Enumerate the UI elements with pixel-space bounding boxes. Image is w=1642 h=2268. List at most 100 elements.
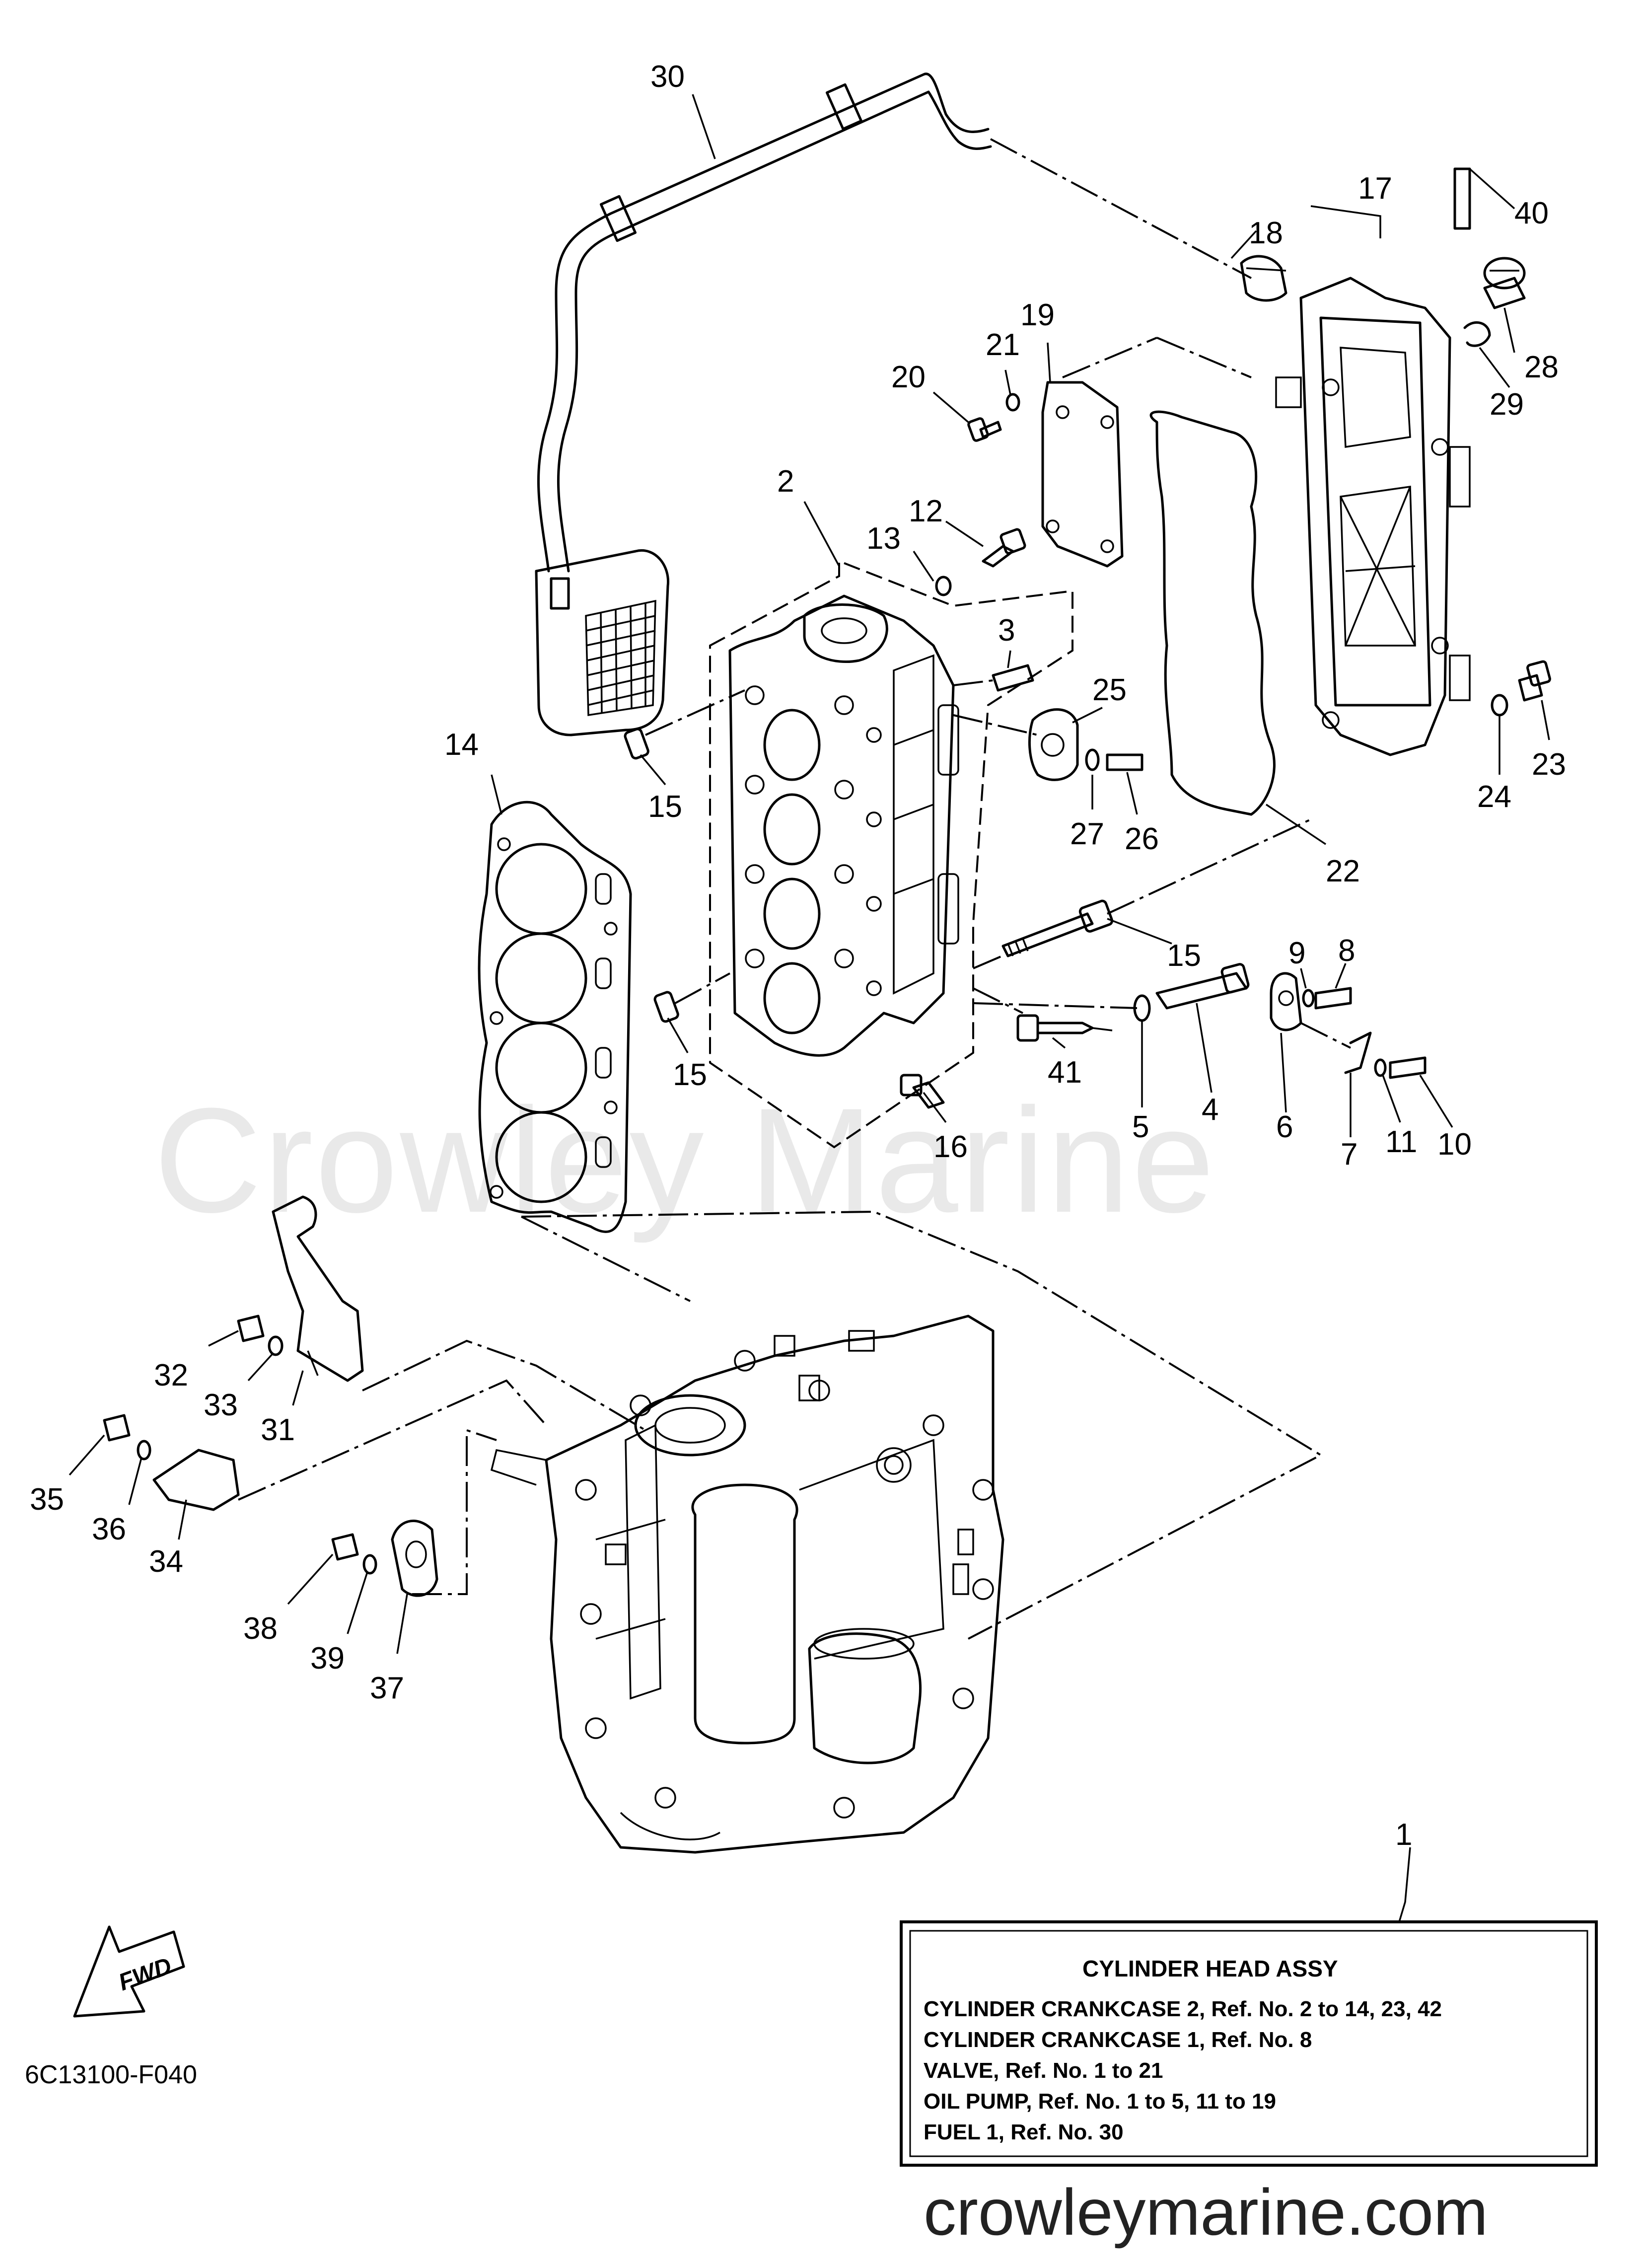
- callout-28: 27: [1070, 817, 1104, 851]
- dowel-pin-upper: [624, 728, 649, 760]
- callout-6: 6: [1276, 1110, 1293, 1144]
- callout-15a: 15: [648, 790, 682, 824]
- callout-42: 41: [1048, 1055, 1082, 1090]
- breather-box: [535, 549, 670, 736]
- callout-13: 13: [866, 521, 901, 556]
- assy-line-4: OIL PUMP, Ref. No. 1 to 5, 11 to 19: [924, 2089, 1276, 2114]
- callout-41: 40: [1514, 196, 1549, 230]
- diagram-code: 6C13100-F040: [25, 2060, 197, 2089]
- screw-10: [1389, 1056, 1427, 1079]
- bracket-32: [272, 1195, 364, 1382]
- washer-37: [137, 1440, 151, 1461]
- callout-14: 14: [444, 728, 479, 762]
- cover-gasket: [1149, 410, 1276, 816]
- callout-labels: 30 17 18 40 19 21 20 28 29 2 12 13 3 25 …: [30, 60, 1566, 1852]
- callout-1: 1: [1395, 1818, 1412, 1852]
- washer-13: [935, 576, 952, 596]
- assy-line-1: CYLINDER CRANKCASE 2, Ref. No. 2 to 14, …: [924, 1997, 1442, 2021]
- thermostat-cover: [1028, 708, 1079, 781]
- washer-28: [1085, 748, 1100, 771]
- callout-16: 15: [1167, 939, 1201, 973]
- washer-11: [1374, 1058, 1387, 1077]
- cylinder-head: [709, 560, 1073, 1149]
- exhaust-cover: [1275, 277, 1471, 756]
- assy-title: CYLINDER HEAD ASSY: [1082, 1956, 1338, 1981]
- washer-34: [268, 1335, 284, 1356]
- lever-6: [1270, 972, 1302, 1031]
- washer-9: [1302, 989, 1315, 1008]
- bolt-33: [237, 1315, 265, 1342]
- temperature-sensor: [1016, 1014, 1113, 1042]
- callout-5: 5: [1132, 1110, 1149, 1144]
- crankcase-block: [490, 1315, 1004, 1854]
- dowel-pin-lower: [653, 991, 679, 1023]
- head-bolt: [973, 818, 1311, 969]
- callout-11: 11: [1385, 1125, 1417, 1159]
- breather-hose: [537, 73, 1252, 573]
- plate-38: [391, 1520, 438, 1597]
- callout-19: 18: [1249, 216, 1283, 250]
- callout-21: 20: [891, 360, 926, 394]
- fwd-label: FWD: [115, 1953, 175, 1996]
- callout-38: 37: [370, 1671, 404, 1705]
- assy-line-5: FUEL 1, Ref. No. 30: [924, 2120, 1124, 2144]
- callout-7: 7: [1341, 1137, 1357, 1171]
- callout-10: 10: [1437, 1127, 1472, 1162]
- callout-24: 23: [1532, 747, 1566, 782]
- screw-27: [1106, 753, 1143, 771]
- callout-33: 32: [154, 1358, 188, 1392]
- dowel-3: [992, 664, 1034, 692]
- callout-25: 24: [1477, 780, 1511, 814]
- screw-8: [1314, 987, 1352, 1010]
- bolt-36: [103, 1414, 131, 1442]
- caution-label: [1453, 167, 1471, 230]
- fwd-arrow: FWD: [73, 1925, 185, 2018]
- bolt-12: [982, 545, 1014, 568]
- bracket-35: [152, 1449, 240, 1511]
- callout-31: 30: [650, 60, 685, 94]
- watermark: Crowley Marine: [154, 1077, 1216, 1244]
- callout-26: 25: [1092, 673, 1127, 707]
- cover-plate: [1041, 381, 1124, 568]
- callout-32: 31: [261, 1413, 295, 1447]
- bolt-39: [331, 1533, 359, 1561]
- callout-3: 3: [998, 613, 1015, 648]
- callout-18: 17: [1358, 171, 1392, 206]
- callout-12: 12: [909, 494, 943, 528]
- assy-line-2: CYLINDER CRANKCASE 1, Ref. No. 8: [924, 2028, 1312, 2052]
- plug-gasket: [1463, 321, 1491, 347]
- callout-35: 34: [149, 1544, 183, 1579]
- drain-plug: [1483, 257, 1526, 309]
- plate-holes: [1046, 405, 1114, 553]
- callout-22: 21: [986, 328, 1020, 362]
- screw-17: [912, 1081, 945, 1109]
- site-url: crowleymarine.com: [924, 2176, 1488, 2249]
- callout-23: 22: [1326, 854, 1360, 888]
- washer-40: [362, 1554, 377, 1575]
- callout-36: 35: [30, 1482, 64, 1517]
- assembly-info-box: CYLINDER HEAD ASSY CYLINDER CRANKCASE 2,…: [900, 1920, 1598, 2167]
- callout-17: 16: [933, 1130, 968, 1164]
- callout-27: 26: [1125, 822, 1159, 856]
- callout-9: 9: [1288, 936, 1305, 970]
- callout-37: 36: [92, 1512, 126, 1546]
- grommet: [1240, 255, 1287, 302]
- washer-25: [1491, 694, 1508, 717]
- callout-15b: 15: [673, 1058, 707, 1092]
- callout-4: 4: [1202, 1093, 1218, 1127]
- assy-line-3: VALVE, Ref. No. 1 to 21: [924, 2058, 1163, 2083]
- callout-20: 19: [1020, 298, 1055, 332]
- leader-lines: [69, 94, 1550, 1927]
- callout-34: 33: [204, 1388, 238, 1422]
- callout-30: 29: [1490, 387, 1524, 422]
- washer-22: [1005, 393, 1020, 412]
- callout-39: 38: [243, 1611, 278, 1646]
- head-gasket: [478, 801, 632, 1233]
- spring-7: [1344, 1031, 1372, 1074]
- screw-21: [979, 421, 1002, 439]
- callout-29: 28: [1524, 350, 1559, 384]
- callout-2: 2: [777, 464, 794, 499]
- callout-40: 39: [310, 1641, 345, 1676]
- callout-8: 8: [1338, 934, 1355, 968]
